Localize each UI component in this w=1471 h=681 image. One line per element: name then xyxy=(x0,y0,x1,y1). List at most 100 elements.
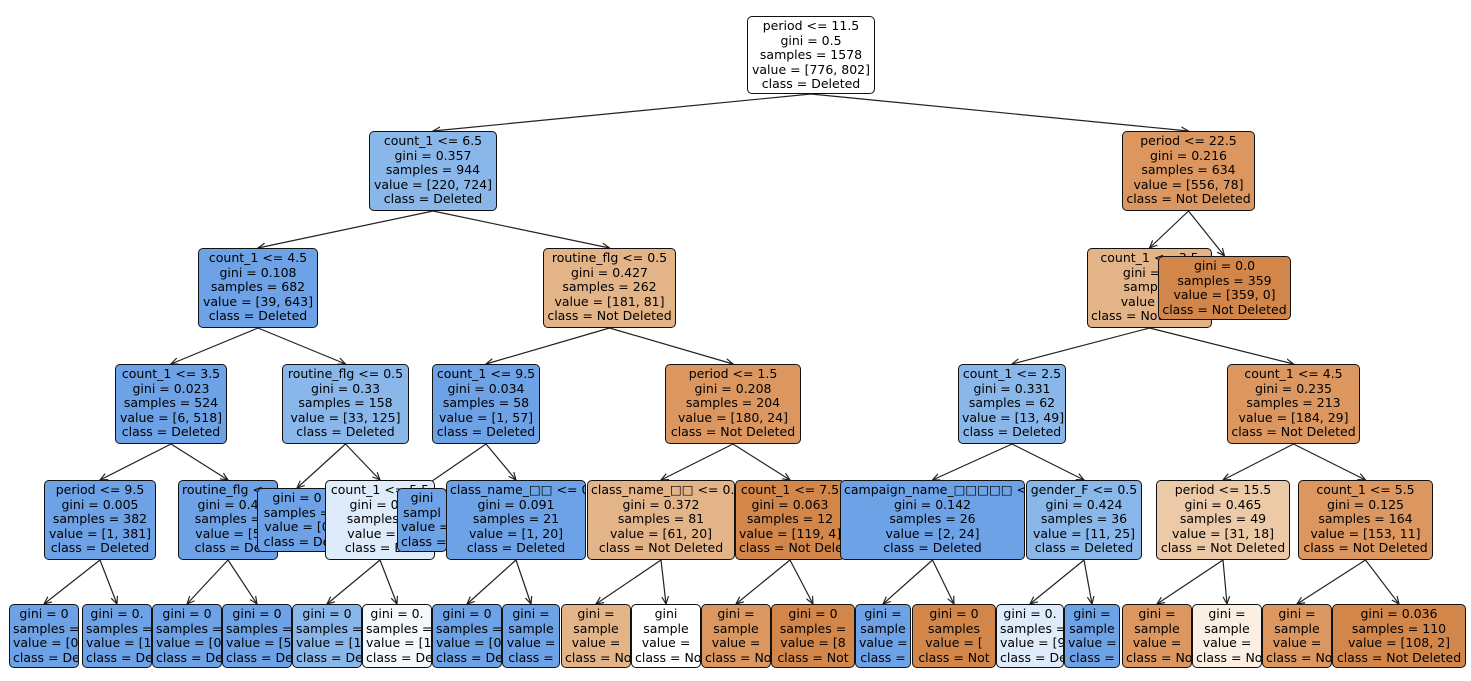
node-line: period <= 22.5 xyxy=(1140,133,1237,148)
tree-edge-n21-l14 xyxy=(931,559,955,604)
node-line: value = [184, 29] xyxy=(1238,409,1349,425)
node-line: gini = 0.372 xyxy=(622,496,700,512)
node-line: samples = 213 xyxy=(1246,395,1341,411)
node-line: gini = 0.5 xyxy=(780,32,842,48)
node-line: value = xyxy=(641,635,691,651)
node-line: samples = xyxy=(779,620,847,636)
node-line: samples = [0 xyxy=(13,620,79,636)
node-line: samples = 359 xyxy=(1177,272,1272,288)
node-line: routine_flg <= 0.5 xyxy=(287,366,404,381)
node-line: gini = 0 xyxy=(232,606,282,621)
node-line: class = Not Deleted xyxy=(547,308,672,324)
node-line: value = [0 xyxy=(13,635,79,651)
node-line: value = [1 xyxy=(366,635,432,651)
node-line: class = De xyxy=(13,649,79,665)
node-line: class = Not Deleted xyxy=(1336,649,1462,665)
node-line: sample xyxy=(1204,620,1250,636)
tree-edge-n24-l19 xyxy=(1297,559,1366,604)
node-line: samples = 682 xyxy=(210,279,306,295)
tree-edge-n10-n19 xyxy=(661,443,734,480)
node-line: value = [153, 11] xyxy=(1310,525,1421,541)
node-line: samples = 36 xyxy=(1040,511,1128,527)
tree-edge-n19-l9 xyxy=(596,559,662,604)
node-line: gini = 0 xyxy=(788,606,838,621)
node-line: class = Not Deleted xyxy=(1160,540,1286,556)
node-line: gini = 0.331 xyxy=(973,380,1051,396)
node-line: sample xyxy=(643,620,689,636)
node-line: samples = 158 xyxy=(298,395,393,411)
tree-edge-n16-l6 xyxy=(379,559,397,604)
node-line: class = Deleted xyxy=(761,76,861,92)
tree-edge-n21-l13 xyxy=(883,559,933,604)
tree-edge-n4-n9 xyxy=(486,327,610,364)
node-line: count_1 <= 2.5 xyxy=(962,366,1062,381)
node-line: gini = xyxy=(1208,606,1246,621)
node-line: period <= 1.5 xyxy=(688,366,778,381)
node-line: value = [0 xyxy=(264,519,330,535)
node-line: value = [108, 2] xyxy=(1347,635,1451,651)
node-line: class = No xyxy=(635,649,701,665)
tree-edge-n0-n1 xyxy=(433,93,812,131)
node-line: gini = 0. xyxy=(370,606,424,621)
node-line: gini = 0.33 xyxy=(310,380,381,396)
node-line: value = [556, 78] xyxy=(1133,176,1244,192)
node-line: class_name_□□ <= 0.5 xyxy=(450,482,585,497)
tree-edge-n12-n23 xyxy=(1223,443,1294,480)
node-line: class = Deleted xyxy=(296,424,395,440)
node-line: sample xyxy=(508,620,554,636)
node-line: sampl xyxy=(403,504,441,520)
node-line: class = No xyxy=(1196,649,1262,665)
node-line: samples = 204 xyxy=(685,395,781,411)
node-line: samples = 58 xyxy=(442,395,530,411)
node-line: samples = 21 xyxy=(472,511,560,527)
node-line: gini = 0 xyxy=(19,606,69,621)
node-line: gini = 0.216 xyxy=(1149,147,1227,163)
node-line: samples = 12 xyxy=(746,511,834,527)
node-line: gini = 0. xyxy=(1003,606,1057,621)
node-line: samples = 164 xyxy=(1318,511,1413,527)
tree-edge-n16-l5 xyxy=(327,559,381,604)
node-line: gini = 0 xyxy=(272,490,322,505)
node-line: gini = xyxy=(577,606,615,621)
node-line: value = [31, 18] xyxy=(1171,525,1275,541)
node-line: class = De xyxy=(263,533,331,549)
node-line: samples = 26 xyxy=(889,511,976,527)
node-line: samples = xyxy=(346,511,414,527)
node-line: gini = 0 xyxy=(442,606,492,621)
node-line: count_1 <= 3.5 xyxy=(121,366,221,381)
tree-edge-n4-n10 xyxy=(609,327,734,364)
node-line: value = xyxy=(1068,635,1117,651)
node-line: gini = 0 xyxy=(929,606,979,621)
node-line: samples = [1 xyxy=(86,620,152,636)
tree-edge-n9-n18 xyxy=(485,443,516,480)
node-line: class = Not xyxy=(918,649,990,665)
node-line: class = No xyxy=(565,649,631,665)
node-line: gini = 0.4 xyxy=(197,496,259,512)
tree-edge-n2-n5 xyxy=(1150,210,1189,248)
node-line: value = [2, 24] xyxy=(885,525,980,541)
node-line: class = De xyxy=(194,540,262,556)
node-line: class = Not Deleted xyxy=(1126,191,1251,207)
tree-edge-n18-l8 xyxy=(515,559,531,604)
node-line: samples = xyxy=(263,504,331,520)
tree-edge-n8-n15 xyxy=(297,443,346,488)
node-line: class = No xyxy=(1126,649,1192,665)
node-line: value = xyxy=(711,635,761,651)
node-line: routine_flg <= 0.5 xyxy=(551,250,668,265)
node-line: value = [1 xyxy=(86,635,152,651)
node-line: sample xyxy=(1274,620,1320,636)
node-line: class = Del xyxy=(86,649,152,665)
